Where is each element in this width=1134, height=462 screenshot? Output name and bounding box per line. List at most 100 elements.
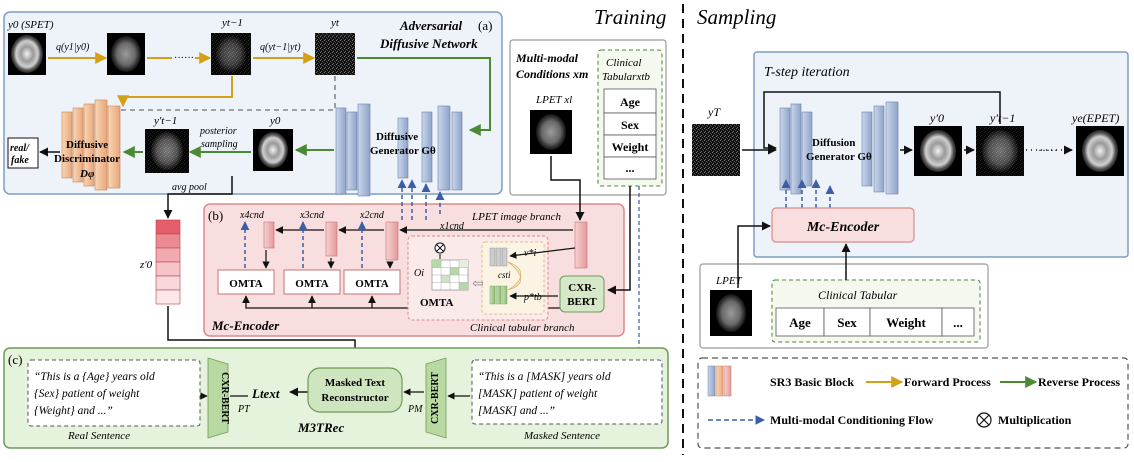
legend-sr3-block-icon <box>707 365 732 397</box>
label-y-t: yt <box>330 17 340 29</box>
label-q1: q(y1|y0) <box>56 42 90 53</box>
label-posterior-line1: posterior <box>199 126 237 137</box>
noise-overlay-ytm1 <box>211 33 251 75</box>
label-posterior-line2: sampling <box>201 139 238 150</box>
label-y-prime-t-minus-1: y′t−1 <box>153 115 177 127</box>
clinical-row-weight: Weight <box>612 140 649 154</box>
label-o-i: Oi <box>414 268 424 279</box>
cxr-bert-left-label: CXR-BERT <box>219 372 230 424</box>
sampling-mc-encoder-label: Mc-Encoder <box>806 220 880 235</box>
x-cnd-4: x4cnd <box>239 210 265 221</box>
panel-c-tag: (c) <box>8 352 22 367</box>
arrow-lpet-to-mc-encoder <box>737 221 771 288</box>
masked-sentence-box <box>471 359 663 425</box>
clinical-row-sex: Sex <box>621 118 639 132</box>
cross-attention-lines <box>507 261 522 291</box>
brain-spet-y0 <box>11 35 43 73</box>
omta-box-1 <box>217 269 275 295</box>
sampling-cell-sex: Sex <box>837 315 857 330</box>
arrow-iteration-loop <box>763 91 1001 153</box>
arrow-avg-pool <box>163 176 233 219</box>
real-sentence-box <box>27 359 201 427</box>
panel-a-title-line1: Adversarial <box>399 18 463 33</box>
multiplication-x2 <box>436 244 444 252</box>
clinical-title-line2: Tabularxtb <box>602 71 650 83</box>
sampling-header: Sampling <box>697 5 776 29</box>
legend-multiplication-label: Multiplication <box>998 413 1072 427</box>
panel-b-title: Mc-Encoder <box>211 318 280 333</box>
real-fake-line1: real/ <box>10 143 30 154</box>
label-cst-i: csti <box>498 270 511 280</box>
latent-z0-vector <box>155 219 181 305</box>
discriminator-label-line1: Diffusive <box>66 139 108 151</box>
legend-box <box>697 357 1129 449</box>
panel-a-tag: (a) <box>478 18 492 33</box>
sampling-dots: ····· <box>1038 143 1058 157</box>
generator-label-line1: Diffusive <box>376 131 418 143</box>
clinical-row-age-box <box>603 88 657 114</box>
label-y0-spet: y0 (SPET) <box>7 19 54 31</box>
real-sentence-label: Real Sentence <box>67 430 130 442</box>
cxr-bert-encoder-box <box>559 275 605 313</box>
real-sentence-line1: “This is a {Age} years old <box>34 371 155 383</box>
omta-label-1: OMTA <box>229 278 262 290</box>
arrow-clinical-to-cxrbert <box>607 186 631 295</box>
omta-detail-label: OMTA <box>420 297 453 309</box>
label-z0: z′0 <box>139 259 153 271</box>
sampling-lpet-label: LPET <box>715 275 743 287</box>
label-avg-pool: avg pool <box>172 182 207 193</box>
real-sentence-line2: {Sex} patient of weight <box>34 388 140 400</box>
panel-c-title: M3TRec <box>297 420 344 435</box>
sampling-cell-weight-box <box>869 307 943 337</box>
v-i-feature-blocks <box>489 247 508 267</box>
x-cnd-2: x2cnd <box>359 210 385 221</box>
arrow-lpet-block-to-omta <box>509 247 576 259</box>
training-header: Training <box>594 5 666 29</box>
label-lpet-xl: LPET xl <box>535 94 572 106</box>
masked-sentence-label: Masked Sentence <box>523 430 600 442</box>
brain-y-e-epet <box>1082 130 1118 172</box>
label-y-t-minus-1: yt−1 <box>221 17 243 29</box>
conditions-title-line1: Multi-modal <box>515 51 579 65</box>
sampling-cell-age: Age <box>789 315 811 330</box>
conditions-title-line2: Conditions xm <box>516 67 588 81</box>
legend-forward-label: Forward Process <box>904 375 991 389</box>
generator-label-line2: Generator Gθ <box>370 145 436 157</box>
clinical-tabular-branch-label: Clinical tabular branch <box>470 322 575 334</box>
image-noise-yt <box>315 33 355 75</box>
brain-y0-output <box>258 132 288 168</box>
label-p-m: PM <box>407 404 423 415</box>
label-y0-prime: y′0 <box>929 111 944 125</box>
clinical-row-ellipsis: ... <box>626 161 635 175</box>
masked-sentence-line2: [MASK] patient of weight <box>478 388 598 400</box>
encoder-pink-blocks <box>263 221 588 269</box>
noise-overlay-y-prime-tm1 <box>145 129 189 173</box>
label-sampling-ytm1: y′t−1 <box>989 111 1015 125</box>
omta-label-3: OMTA <box>355 278 388 290</box>
label-y-e-epet: ye(EPET) <box>1071 111 1119 125</box>
x-cnd-1: x1cnd <box>439 221 465 232</box>
label-p-tb: p*tb <box>523 292 542 303</box>
real-fake-box <box>7 137 39 169</box>
label-l-text: Ltext <box>251 386 280 401</box>
sampling-cell-sex-box <box>823 307 871 337</box>
real-fake-line2: fake <box>11 155 29 166</box>
brain-lpet-xl <box>536 114 566 150</box>
cxr-bert-encoder-line1: CXR- <box>568 282 596 294</box>
label-y0-output: y0 <box>269 115 281 127</box>
lpet-image-branch-label: LPET image branch <box>471 211 562 223</box>
t-step-iteration-title: T-step iteration <box>764 65 850 80</box>
arrow-lpet-to-encoder <box>550 156 585 221</box>
brain-noisy-y1 <box>111 36 141 72</box>
clinical-row-ellipsis-box <box>603 156 657 180</box>
clinical-title-line1: Clinical <box>606 57 641 69</box>
legend-conditioning-label: Multi-modal Conditioning Flow <box>770 413 934 427</box>
clinical-row-age: Age <box>620 95 641 109</box>
sampling-cell-weight: Weight <box>886 315 926 330</box>
masked-sentence-line1: “This is a [MASK] years old <box>478 371 611 383</box>
brain-y0-prime <box>920 130 956 172</box>
omta-label-2: OMTA <box>295 278 328 290</box>
p-tb-feature-blocks <box>489 285 508 305</box>
attention-map-grid <box>431 259 469 291</box>
